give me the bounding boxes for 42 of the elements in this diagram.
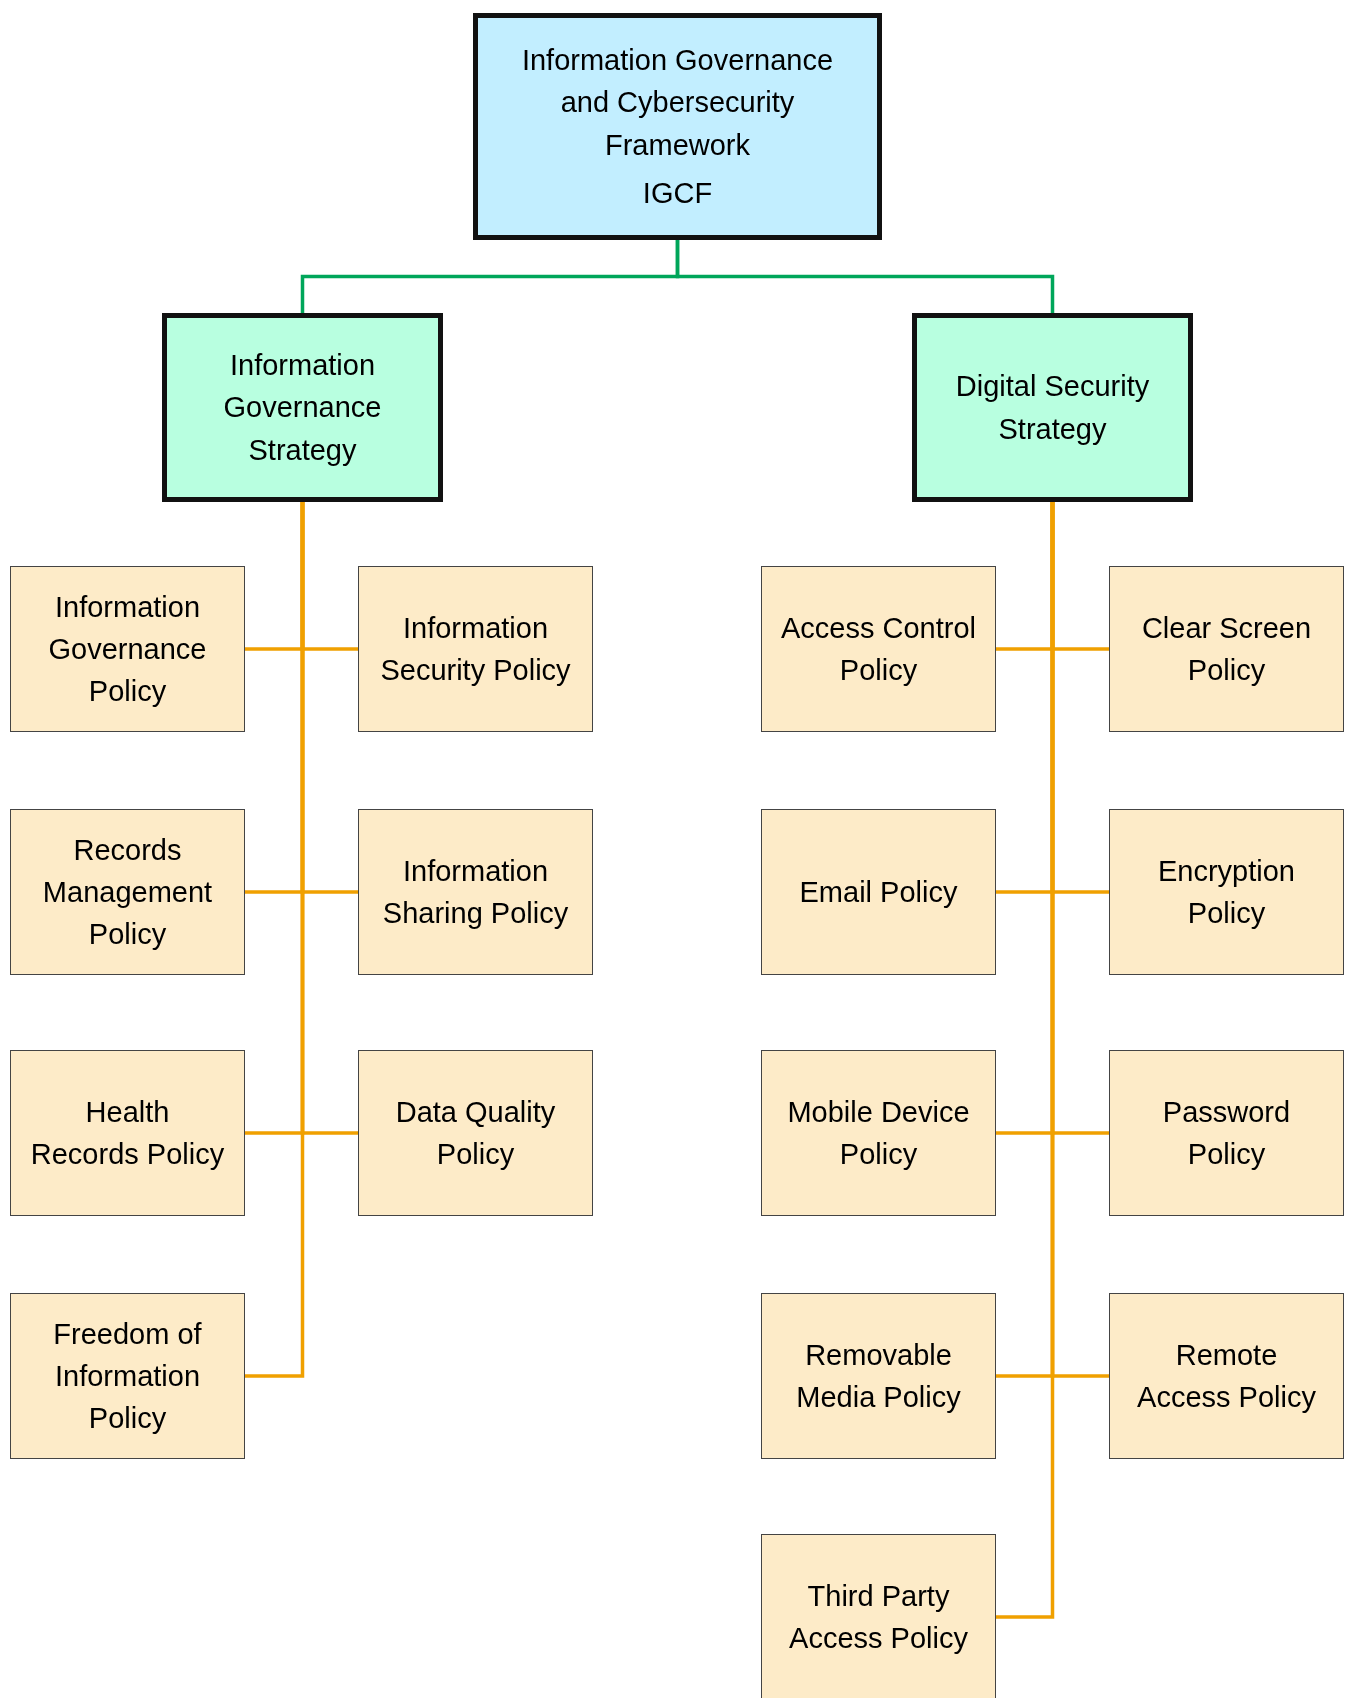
node-label: Removable Media Policy xyxy=(795,1337,962,1415)
node-label: Records Management Policy xyxy=(41,832,214,952)
policy-box xyxy=(10,566,245,732)
node-label: Mobile Device Policy xyxy=(786,1094,971,1172)
node-label: Information Governance and Cybersecurity Framework xyxy=(520,43,835,163)
strategy-box xyxy=(162,313,443,502)
policy-box xyxy=(761,1534,996,1698)
node-label: Information Governance Strategy xyxy=(222,348,383,468)
node-label: Third Party Access Policy xyxy=(788,1578,969,1656)
node-label: Information Sharing Policy xyxy=(381,853,570,931)
node-label: Digital Security Strategy xyxy=(954,369,1151,447)
policy-box xyxy=(1109,1293,1344,1459)
connector-line xyxy=(996,502,1055,1619)
framework-box xyxy=(473,13,882,240)
node-label: Information Security Policy xyxy=(379,610,572,688)
policy-box xyxy=(1109,1050,1344,1216)
node-label: Information Governance Policy xyxy=(47,589,208,709)
abbreviation-text: IGCF xyxy=(642,175,713,211)
policy-box xyxy=(1109,809,1344,975)
node-label: Email Policy xyxy=(799,874,958,910)
node-label: Access Control Policy xyxy=(780,610,977,688)
node-label: Remote Access Policy xyxy=(1136,1337,1317,1415)
policy-box xyxy=(761,1293,996,1459)
connector-line xyxy=(245,502,305,1378)
node-label: Clear Screen Policy xyxy=(1140,610,1313,688)
policy-box xyxy=(10,809,245,975)
policy-box xyxy=(761,809,996,975)
node-label: Data Quality Policy xyxy=(394,1094,557,1172)
strategy-box xyxy=(912,313,1193,502)
node-label: Freedom of Information Policy xyxy=(52,1316,203,1436)
policy-box xyxy=(358,1050,593,1216)
policy-box xyxy=(358,809,593,975)
node-label: Health Records Policy xyxy=(29,1094,226,1172)
policy-box xyxy=(358,566,593,732)
policy-box xyxy=(1109,566,1344,732)
connector-line xyxy=(675,240,1055,313)
policy-box xyxy=(10,1293,245,1459)
policy-box xyxy=(761,566,996,732)
node-label: Password Policy xyxy=(1161,1094,1292,1172)
node-label: Encryption Policy xyxy=(1157,853,1296,931)
policy-box xyxy=(10,1050,245,1216)
policy-box xyxy=(761,1050,996,1216)
